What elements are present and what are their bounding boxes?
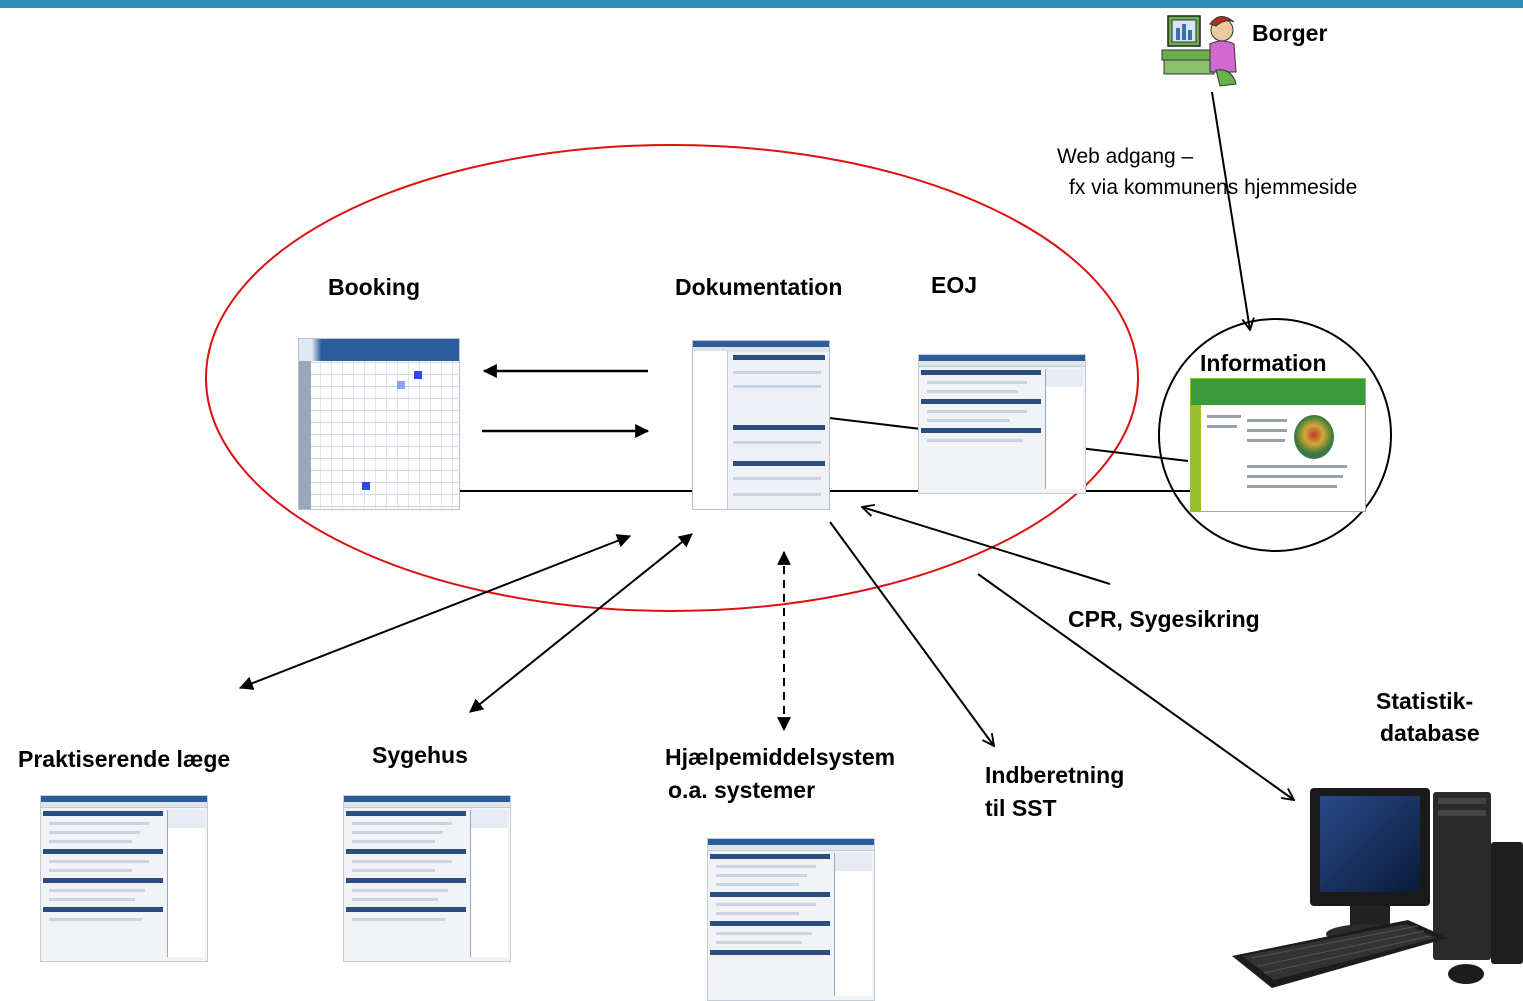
information-circle (1158, 318, 1392, 552)
arrow-cpr-to-dok (862, 507, 1111, 585)
sygehus-label: Sygehus (372, 742, 468, 768)
person-at-computer-icon (1161, 15, 1237, 87)
eoj-screenshot (918, 354, 1086, 494)
arrow-borger-to-information (1211, 91, 1250, 330)
arrow-dok-to-indberetning (829, 521, 994, 746)
dokumentation-screenshot (692, 340, 830, 510)
hjaelpemiddel-label-line1: Hjælpemiddelsystem (665, 744, 896, 770)
arrow-to-statistik (977, 573, 1294, 800)
information-screenshot (1190, 378, 1366, 512)
indberetning-label-line1: Indberetning (985, 762, 1125, 788)
praktiserende-laege-label: Praktiserende læge (18, 746, 231, 772)
statistik-label-line1: Statistik- (1376, 688, 1474, 714)
dokumentation-label: Dokumentation (675, 274, 843, 300)
praktiserende-screenshot (40, 795, 208, 962)
cpr-sygesikring-label: CPR, Sygesikring (1068, 606, 1260, 632)
hjaelpemiddel-screenshot (707, 838, 875, 1001)
booking-label: Booking (328, 274, 420, 300)
information-label: Information (1200, 350, 1327, 376)
borger-label: Borger (1252, 20, 1328, 46)
booking-screenshot (298, 338, 460, 510)
eoj-label: EOJ (931, 272, 978, 298)
statistik-label-line2: database (1380, 720, 1480, 746)
arrow-sygehus-dok (469, 533, 693, 713)
top-accent-bar (0, 0, 1523, 8)
arrow-praktiserende-dok (238, 534, 632, 690)
sygehus-screenshot (343, 795, 511, 962)
desktop-computer-icon (1232, 788, 1523, 988)
indberetning-label-line2: til SST (985, 795, 1057, 821)
hjaelpemiddel-label-line2: o.a. systemer (668, 777, 816, 803)
web-access-note-line1: Web adgang – (1057, 145, 1194, 168)
web-access-note-line2: fx via kommunens hjemmeside (1069, 176, 1358, 199)
